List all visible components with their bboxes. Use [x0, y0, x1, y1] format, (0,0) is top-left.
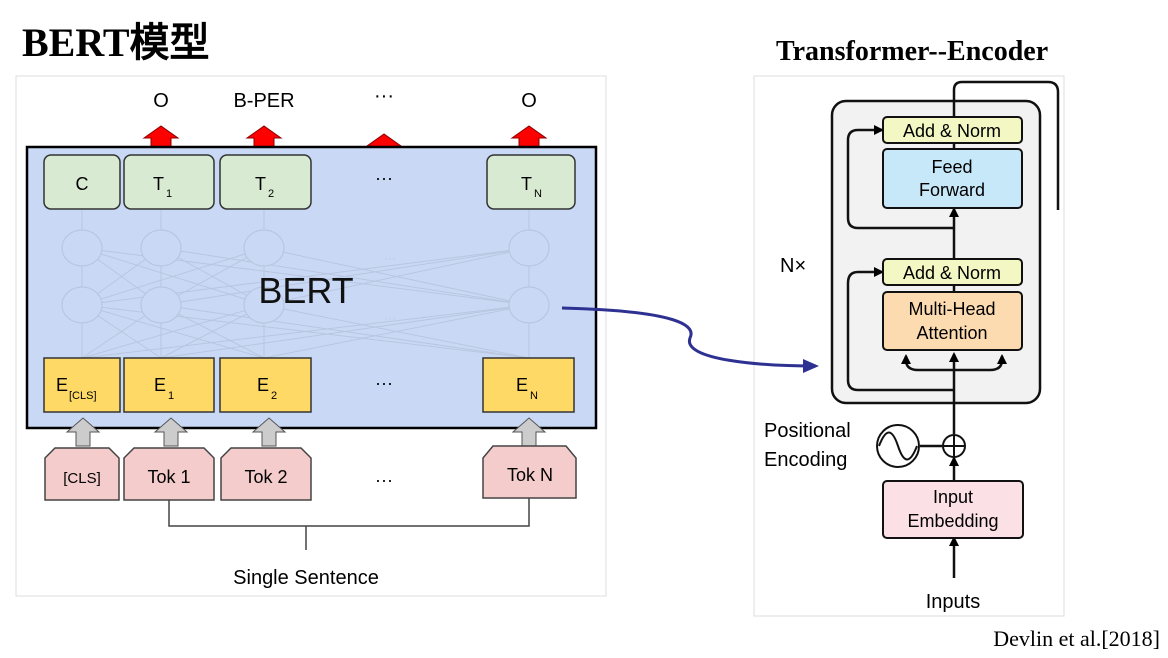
- sentence-label: Single Sentence: [233, 567, 379, 589]
- token-label-tn: T: [521, 174, 532, 194]
- token-box-t2: [219, 154, 312, 210]
- token-label-t2: T: [255, 174, 266, 194]
- embedding-box-e1: [123, 357, 215, 413]
- add-norm-top-box: [882, 116, 1023, 144]
- embedding-box-en: [482, 357, 575, 413]
- token-ellipsis: ···: [375, 168, 393, 188]
- add-norm-bottom-label: Add & Norm: [903, 263, 1001, 283]
- token-box-t1: [123, 154, 215, 210]
- input-box-cls: [44, 447, 120, 501]
- encoder-figure: N× Add & Norm Feed Forward: [753, 75, 1065, 617]
- embedding-label-cls: E: [56, 375, 68, 395]
- input-embedding-box: [882, 480, 1024, 539]
- input-embedding-label-2: Embedding: [907, 511, 998, 531]
- bert-hidden-nodes: [61, 229, 550, 324]
- feed-forward-box: [882, 148, 1023, 209]
- token-box-c: [43, 154, 121, 210]
- token-label-c: C: [76, 174, 89, 194]
- repeat-label: N×: [780, 255, 806, 277]
- output-label-2: B-PER: [233, 90, 294, 112]
- input-box-tokn: [482, 445, 577, 499]
- add-norm-top-label: Add & Norm: [903, 121, 1001, 141]
- input-box-tok2: [220, 447, 312, 501]
- input-label-tok2: Tok 2: [244, 467, 287, 487]
- attention-label-1: Multi-Head: [908, 299, 995, 319]
- embedding-ellipsis: ···: [375, 373, 393, 393]
- embedding-row: E [CLS] E 1 E 2 ··· E N: [43, 357, 575, 413]
- output-label-ellipsis: ···: [374, 85, 394, 107]
- output-label-n: O: [521, 90, 537, 112]
- slide-title: BERT模型: [22, 20, 210, 65]
- encoder-title: Transformer--Encoder: [776, 36, 1049, 67]
- input-label-tok1: Tok 1: [147, 467, 190, 487]
- embedding-sub-e2: 2: [271, 390, 277, 402]
- top-token-row: C T 1 T 2 ··· T N: [43, 154, 576, 210]
- attention-label-2: Attention: [916, 323, 987, 343]
- token-box-tn: [486, 154, 576, 210]
- positional-label-1: Positional: [764, 420, 851, 442]
- input-arrow-1: [153, 417, 189, 447]
- bert-figure: O B-PER ··· O: [15, 75, 607, 597]
- inputs-label: Inputs: [926, 591, 980, 613]
- input-embedding-label-1: Input: [933, 487, 973, 507]
- embedding-label-en: E: [516, 375, 528, 395]
- token-sub-t2: 2: [268, 188, 274, 200]
- input-label-tokn: Tok N: [507, 465, 553, 485]
- plus-circle-icon: [942, 434, 966, 458]
- sine-wave-icon: [876, 424, 920, 468]
- input-token-row: [CLS] Tok 1 Tok 2 ··· Tok N: [44, 445, 577, 501]
- citation: Devlin et al.[2018]: [993, 626, 1160, 651]
- sentence-bracket: [168, 498, 530, 550]
- bert-to-encoder-arrow: [561, 306, 819, 373]
- input-arrow-cls: [65, 417, 101, 447]
- input-arrows: [65, 417, 547, 447]
- output-label-1: O: [153, 90, 169, 112]
- token-sub-tn: N: [534, 188, 542, 200]
- positional-label-2: Encoding: [764, 449, 847, 471]
- feed-forward-label-2: Forward: [919, 180, 985, 200]
- embedding-sub-cls: [CLS]: [69, 390, 97, 402]
- encoder-flow-lines: [846, 80, 1060, 578]
- feed-forward-label-1: Feed: [931, 157, 972, 177]
- hidden-ellipsis-1: ···: [384, 251, 396, 265]
- add-norm-bottom-box: [882, 258, 1023, 286]
- embedding-box-cls: [43, 357, 121, 413]
- input-box-tok1: [123, 447, 215, 501]
- embedding-box-e2: [219, 357, 312, 413]
- encoder-stack: [830, 99, 1042, 405]
- input-arrow-2: [251, 417, 287, 447]
- input-ellipsis: ···: [375, 470, 393, 490]
- attention-box: [882, 291, 1023, 351]
- bert-model-label: BERT: [258, 270, 353, 311]
- embedding-sub-en: N: [530, 390, 538, 402]
- hidden-ellipsis-2: ···: [384, 311, 396, 325]
- embedding-label-e1: E: [154, 375, 166, 395]
- token-label-t1: T: [153, 174, 164, 194]
- token-sub-t1: 1: [166, 188, 172, 200]
- embedding-sub-e1: 1: [168, 390, 174, 402]
- embedding-label-e2: E: [257, 375, 269, 395]
- input-arrow-n: [511, 417, 547, 447]
- input-label-cls: [CLS]: [63, 470, 101, 487]
